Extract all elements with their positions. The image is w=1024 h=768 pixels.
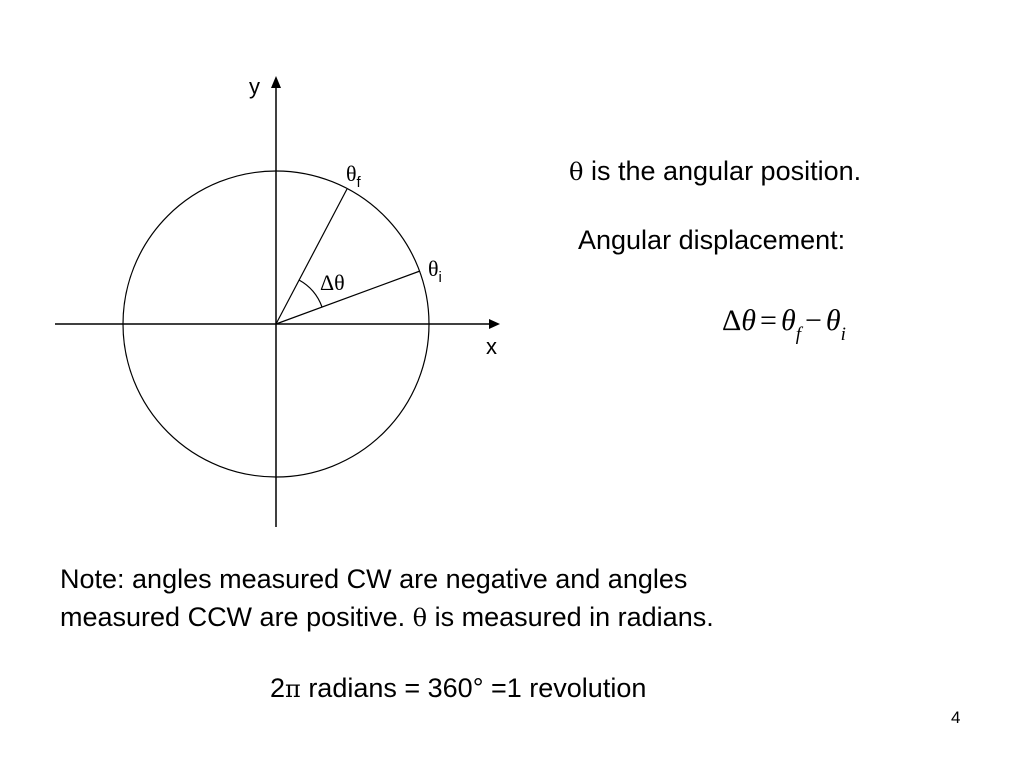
conversion-radians: radians = 360 [300, 673, 473, 703]
eq-sub-i: i [840, 324, 846, 345]
degree-symbol: ° [472, 673, 484, 703]
eq-minus: − [805, 304, 822, 337]
eq-delta: Δ [722, 304, 742, 337]
y-axis-arrowhead [271, 76, 281, 88]
note-line-2-start: measured CCW are positive. [60, 602, 413, 632]
unit-circle [122, 170, 430, 478]
eq-theta-f: θ [780, 304, 796, 337]
theta-symbol: θ [569, 158, 584, 186]
angular-displacement-equation: Δθ=θf−θi [722, 304, 846, 345]
pi-symbol: π [285, 675, 301, 703]
x-axis-arrowhead [489, 319, 500, 329]
note-line-2-end: is measured in radians. [427, 602, 714, 632]
angular-position-caption: is the angular position. [583, 156, 862, 186]
angular-displacement-heading: Angular displacement: [578, 225, 846, 255]
eq-sub-f: f [795, 324, 801, 345]
conversion-two: 2 [270, 673, 286, 703]
radian-conversion-text: 2π radians = 360° =1 revolution [270, 670, 646, 707]
angular-position-text: θ is the angular position. [569, 153, 861, 190]
x-axis-label: x [486, 334, 497, 359]
eq-theta: θ [741, 304, 757, 337]
eq-theta-i: θ [825, 304, 841, 337]
radius-theta-final [275, 188, 348, 325]
theta-final-label: θf [346, 161, 362, 191]
eq-equals: = [760, 304, 777, 337]
radius-theta-initial [275, 270, 421, 325]
note-line-1: Note: angles measured CW are negative an… [60, 564, 688, 594]
theta-initial-label: θi [428, 256, 442, 286]
y-axis-label: y [249, 74, 260, 99]
note-theta-symbol: θ [412, 604, 428, 632]
page-number: 4 [951, 708, 961, 727]
note-text: Note: angles measured CW are negative an… [60, 560, 714, 637]
conversion-revolution: =1 revolution [483, 673, 647, 703]
note-line-2: measured CCW are positive. θ is measured… [60, 598, 714, 637]
delta-theta-label: Δθ [320, 270, 345, 295]
angle-diagram: y x θf θi Δθ [55, 74, 500, 527]
delta-theta-arc [298, 279, 323, 308]
